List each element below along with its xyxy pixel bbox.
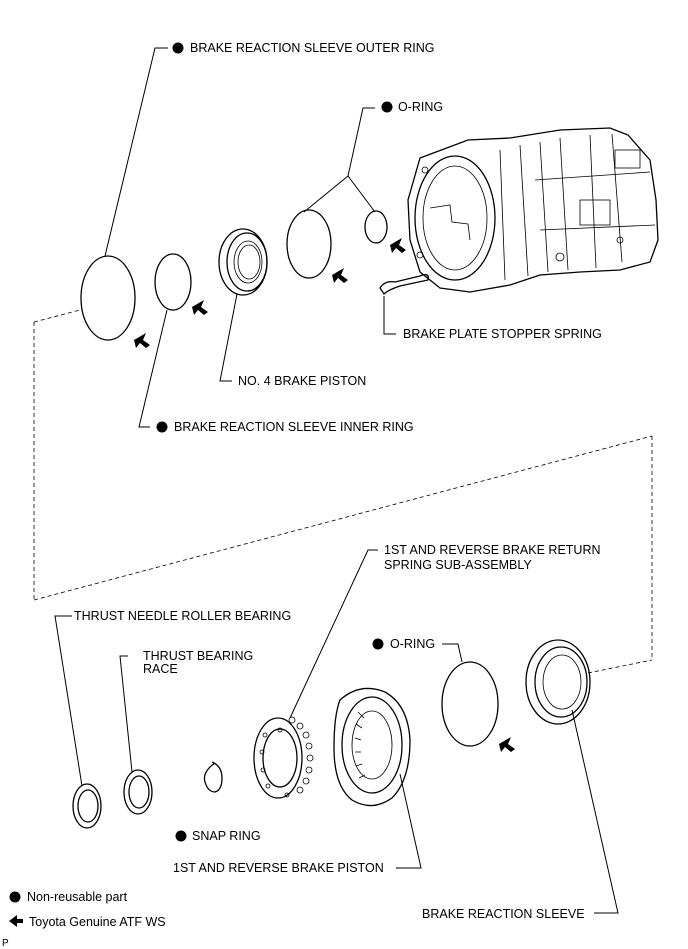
label-thrust-needle: THRUST NEEDLE ROLLER BEARING (74, 609, 291, 623)
label-snap-ring: SNAP RING (192, 829, 261, 843)
label-first-rev-piston: 1ST AND REVERSE BRAKE PISTON (173, 861, 384, 875)
legend-atf-text: Toyota Genuine ATF WS (29, 915, 166, 929)
legend-non-reusable-icon (9, 891, 21, 903)
non-reusable-bullet-icon (175, 830, 187, 842)
no4-brake-piston-part (218, 228, 268, 296)
transmission-case (407, 127, 659, 293)
label-oring-top: O-RING (398, 100, 443, 114)
label-outer-ring: BRAKE REACTION SLEEVE OUTER RING (190, 41, 435, 55)
label-return-spring-line2: SPRING SUB-ASSEMBLY (384, 558, 532, 572)
label-oring-bottom: O-RING (390, 637, 435, 651)
atf-arrow-icon (192, 300, 208, 315)
label-inner-ring: BRAKE REACTION SLEEVE INNER RING (174, 420, 414, 434)
label-reaction-sleeve: BRAKE REACTION SLEEVE (422, 907, 585, 921)
non-reusable-bullet-icon (156, 421, 168, 433)
oring-large-part (286, 209, 332, 279)
outer-ring-part (80, 255, 136, 341)
non-reusable-bullet-icon (372, 638, 384, 650)
atf-arrow-icon (332, 268, 348, 283)
brake-reaction-sleeve-part (525, 639, 591, 725)
atf-arrow-icon (134, 333, 150, 348)
first-reverse-piston-part (333, 687, 411, 807)
oring-bottom-part (441, 661, 499, 747)
label-no4-piston: NO. 4 BRAKE PISTON (238, 374, 366, 388)
snap-ring-part (203, 761, 223, 793)
label-stopper-spring: BRAKE PLATE STOPPER SPRING (403, 327, 602, 341)
assembly-guide-lines (33, 309, 653, 674)
thrust-bearing-race-part (123, 769, 153, 815)
legend-atf-arrow-icon (9, 915, 23, 927)
non-reusable-bullet-icon (172, 42, 184, 54)
label-thrust-race-line2: RACE (143, 662, 178, 676)
inner-ring-part (154, 253, 192, 311)
label-thrust-race-line1: THRUST BEARING (143, 649, 253, 663)
legend: Non-reusable part Toyota Genuine ATF WS (9, 890, 166, 929)
corner-mark: P (2, 938, 9, 949)
legend-non-reusable-text: Non-reusable part (27, 890, 128, 904)
non-reusable-bullet-icon (381, 101, 393, 113)
label-return-spring-line1: 1ST AND REVERSE BRAKE RETURN (384, 543, 601, 557)
atf-arrow-icon (499, 737, 515, 752)
leader-lines (54, 47, 619, 914)
atf-arrow-icon (390, 238, 406, 253)
stopper-spring-part (379, 274, 429, 296)
thrust-needle-bearing-part (72, 783, 102, 829)
return-spring-assembly-part (253, 716, 314, 799)
oring-small-part (364, 210, 388, 244)
